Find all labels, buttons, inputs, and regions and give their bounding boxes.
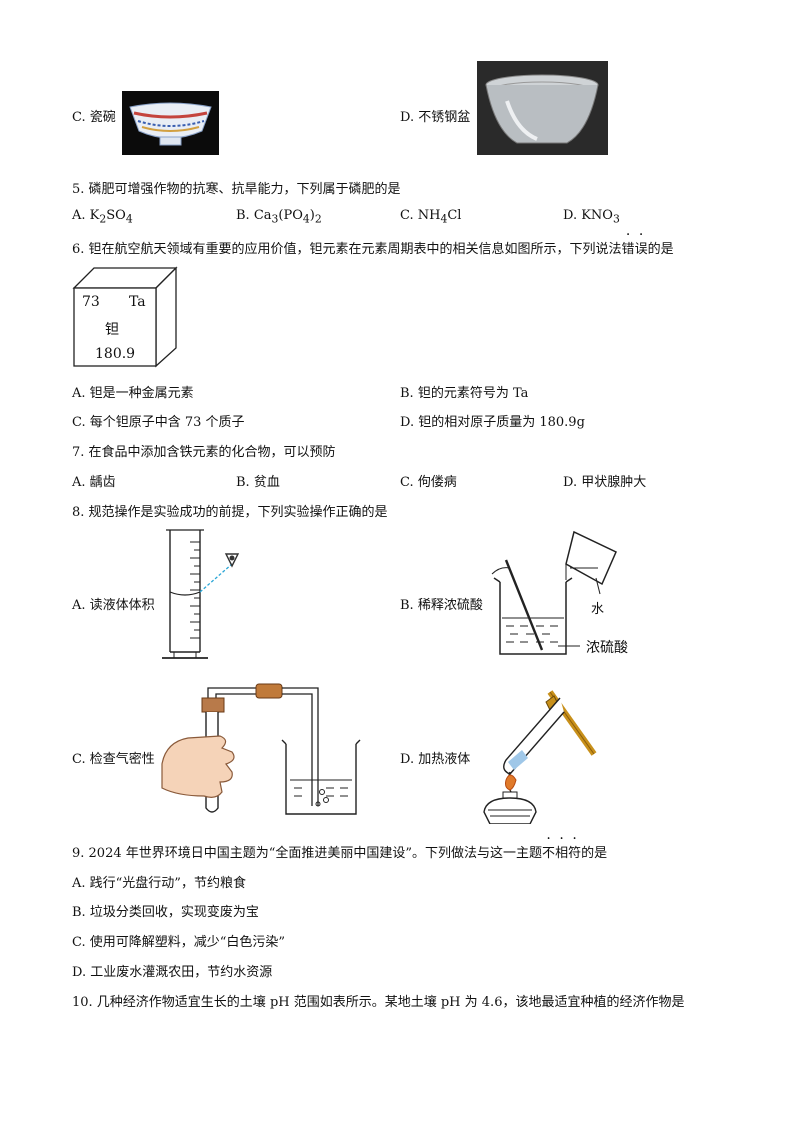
heating-liquid-diagram [476,688,598,825]
element-symbol: Ta [129,294,146,310]
q9-stem: 9. 2024 年世界环境日中国主题为“全面推进美丽中国建设”。下列做法与这一主… [72,842,607,861]
q9-option-c: C. 使用可降解塑料，减少“白色污染” [72,935,286,950]
q5-option-a: A. K2SO4 [72,208,133,226]
q7-stem: 7. 在食品中添加含铁元素的化合物，可以预防 [72,445,336,460]
element-atomic-number: 73 [82,294,100,310]
q7-option-a: A. 龋齿 [72,475,116,490]
q9-option-b: B. 垃圾分类回收，实现变废为宝 [72,905,259,920]
q9-option-d: D. 工业废水灌溉农田，节约水资源 [72,965,273,980]
acid-label: 浓硫酸 [586,640,628,656]
q8-option-b: B. 稀释浓硫酸 [400,598,483,613]
graduated-cylinder-diagram [160,528,250,660]
q6-stem: 6. 钽在航空航天领域有重要的应用价值，钽元素在元素周期表中的相关信息如图所示，… [72,238,674,257]
q7-option-c: C. 佝偻病 [400,475,457,490]
airtightness-check-diagram [160,676,370,821]
q5-option-b: B. Ca3(PO4)2 [236,208,322,226]
q6-option-b: B. 钽的元素符号为 Ta [400,386,529,401]
q7-option-b: B. 贫血 [236,475,280,490]
q5-option-d: D. KNO3 [563,208,620,226]
dilute-acid-diagram [488,524,638,660]
q6-option-a: A. 钽是一种金属元素 [72,386,194,401]
q8-option-c: C. 检查气密性 [72,752,155,767]
q8-stem: 8. 规范操作是实验成功的前提，下列实验操作正确的是 [72,505,388,520]
q4-option-c: C. 瓷碗 [72,110,116,125]
q6-option-d: D. 钽的相对原子质量为 180.9g [400,415,585,430]
q7-option-d: D. 甲状腺肿大 [563,475,647,490]
element-mass: 180.9 [95,346,136,362]
water-label: 水 [591,602,605,617]
porcelain-bowl-photo [122,91,219,155]
q8-option-a: A. 读液体体积 [72,598,155,613]
q9-option-a: A. 践行“光盘行动”，节约粮食 [72,876,246,891]
element-cell-diagram [72,266,178,368]
q10-stem: 10. 几种经济作物适宜生长的土壤 pH 范围如表所示。某地土壤 pH 为 4.… [72,995,685,1010]
q5-option-c: C. NH4Cl [400,208,462,226]
q5-stem: 5. 磷肥可增强作物的抗寒、抗旱能力，下列属于磷肥的是 [72,182,401,197]
element-name: 钽 [105,322,119,338]
stainless-basins-photo [477,61,608,155]
q6-option-c: C. 每个钽原子中含 73 个质子 [72,415,245,430]
q8-option-d: D. 加热液体 [400,752,471,767]
q4-option-d: D. 不锈钢盆 [400,110,471,125]
